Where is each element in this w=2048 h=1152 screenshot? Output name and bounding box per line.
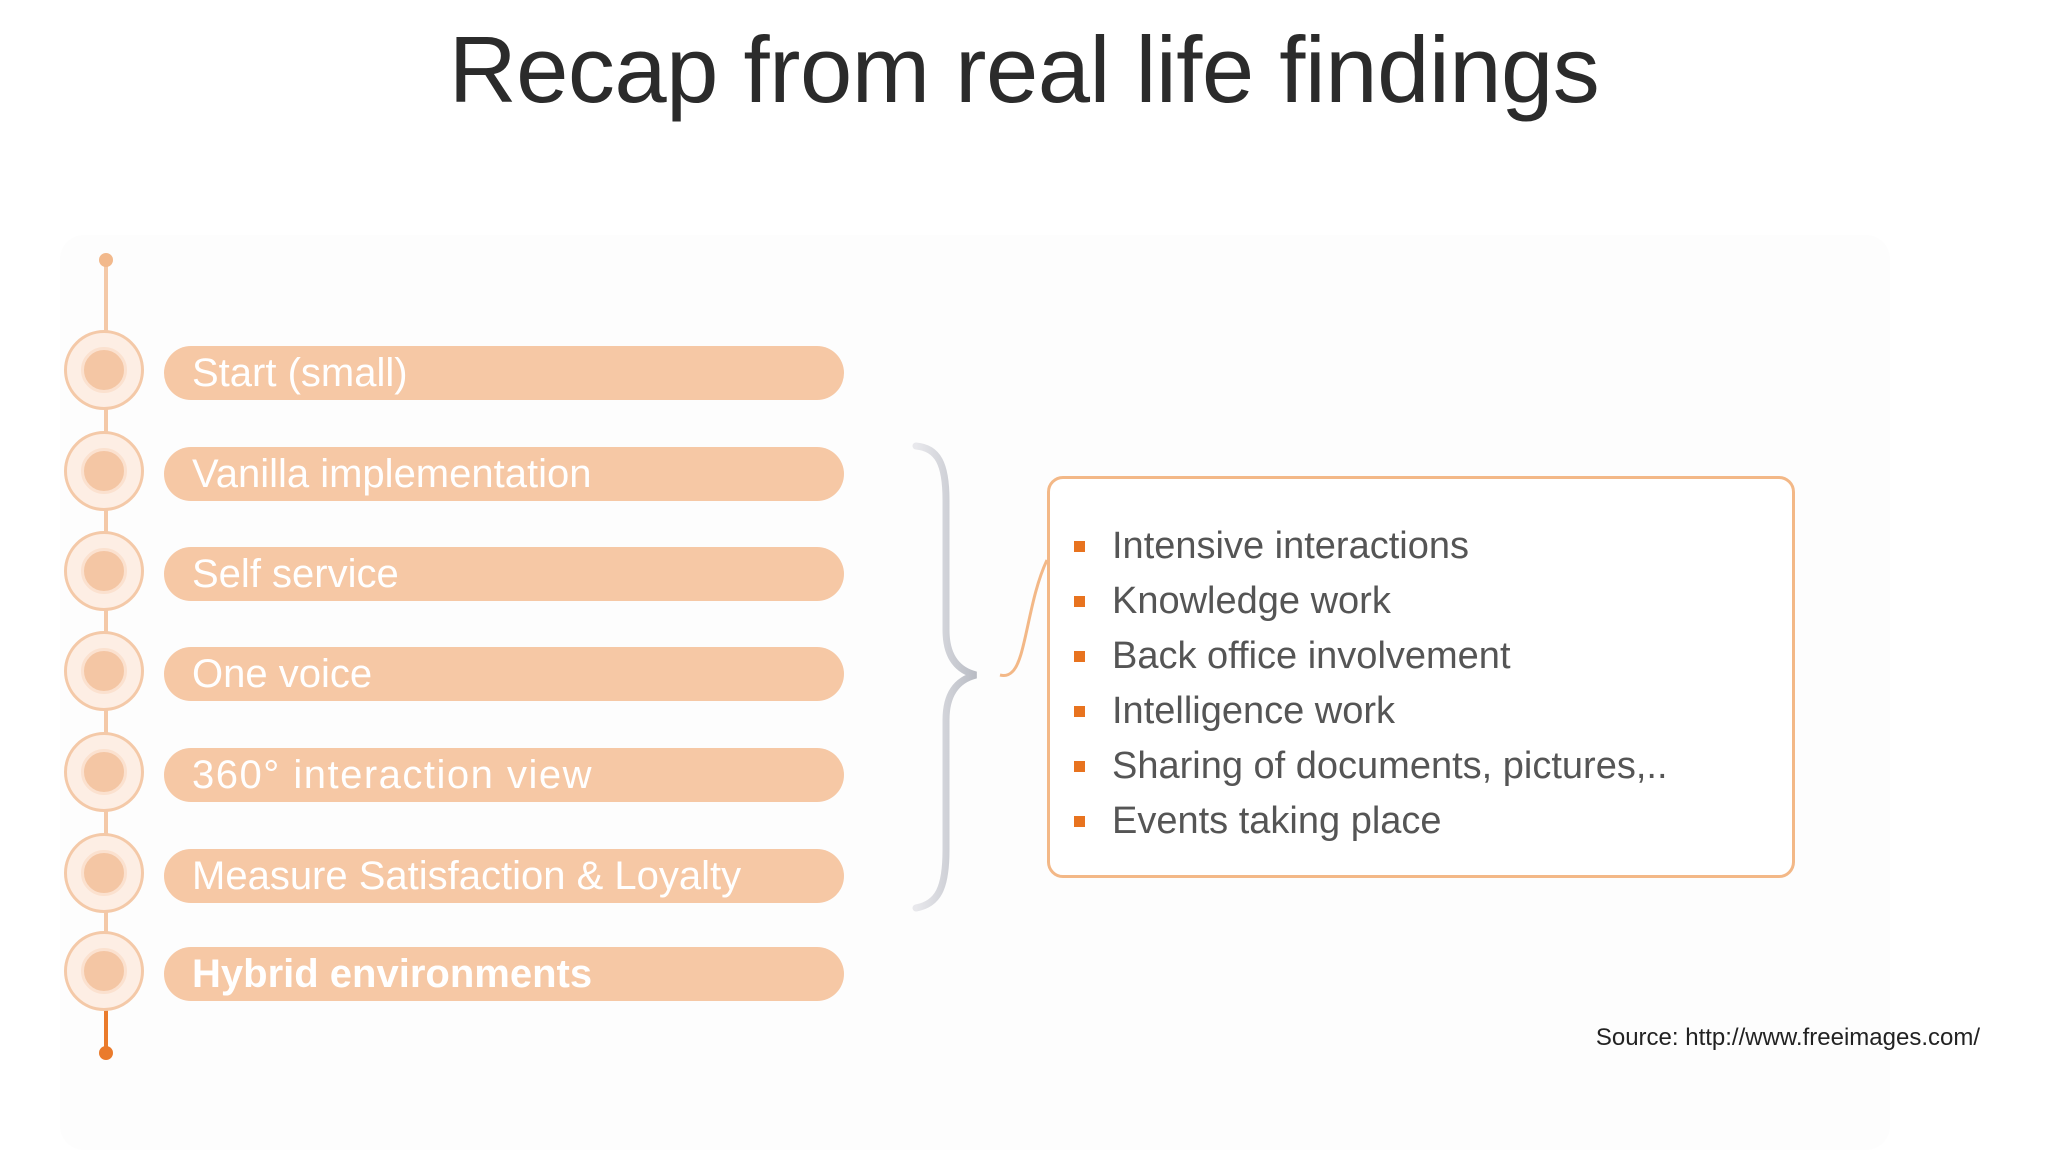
findings-list: Intensive interactions Knowledge work Ba… bbox=[1074, 519, 1668, 849]
timeline-node-icon bbox=[64, 531, 144, 611]
timeline-step-vanilla-implementation: Vanilla implementation bbox=[64, 431, 854, 515]
timeline-node-icon bbox=[64, 833, 144, 913]
step-label: Vanilla implementation bbox=[192, 452, 592, 496]
list-item: Back office involvement bbox=[1074, 629, 1668, 684]
step-label: Start (small) bbox=[192, 351, 408, 395]
list-item-text: Back office involvement bbox=[1112, 635, 1511, 677]
timeline-step-360-interaction-view: 360° interaction view bbox=[64, 732, 854, 816]
list-item-text: Intensive interactions bbox=[1112, 525, 1469, 567]
timeline-node-icon bbox=[64, 732, 144, 812]
timeline-step-one-voice: One voice bbox=[64, 631, 854, 715]
list-item: Knowledge work bbox=[1074, 574, 1668, 629]
step-bar: 360° interaction view bbox=[164, 748, 844, 802]
timeline-node-icon bbox=[64, 330, 144, 410]
slide-title: Recap from real life findings bbox=[448, 17, 1600, 122]
list-item: Events taking place bbox=[1074, 794, 1668, 849]
timeline-node-icon bbox=[64, 431, 144, 511]
step-bar: Hybrid environments bbox=[164, 947, 844, 1001]
list-item-text: Sharing of documents, pictures,.. bbox=[1112, 745, 1668, 787]
step-bar: Measure Satisfaction & Loyalty bbox=[164, 849, 844, 903]
timeline-node-icon bbox=[64, 631, 144, 711]
timeline-start-dot bbox=[99, 253, 113, 267]
square-bullet-icon bbox=[1074, 541, 1085, 552]
list-item-text: Knowledge work bbox=[1112, 580, 1391, 622]
timeline-step-self-service: Self service bbox=[64, 531, 854, 615]
timeline-node-icon bbox=[64, 931, 144, 1011]
square-bullet-icon bbox=[1074, 816, 1085, 827]
timeline-step-measure-satisfaction: Measure Satisfaction & Loyalty bbox=[64, 833, 854, 917]
list-item: Intelligence work bbox=[1074, 684, 1668, 739]
timeline-end-dot bbox=[99, 1046, 113, 1060]
step-label: Hybrid environments bbox=[192, 952, 593, 996]
step-label: One voice bbox=[192, 652, 373, 696]
step-label: 360° interaction view bbox=[192, 753, 594, 797]
step-bar: Start (small) bbox=[164, 346, 844, 400]
list-item: Intensive interactions bbox=[1074, 519, 1668, 574]
list-item: Sharing of documents, pictures,.. bbox=[1074, 739, 1668, 794]
list-item-text: Intelligence work bbox=[1112, 690, 1396, 732]
square-bullet-icon bbox=[1074, 651, 1085, 662]
step-bar: One voice bbox=[164, 647, 844, 701]
list-item-text: Events taking place bbox=[1112, 800, 1442, 842]
timeline-line-end bbox=[104, 1010, 108, 1052]
timeline-step-hybrid-environments: Hybrid environments bbox=[64, 931, 854, 1015]
square-bullet-icon bbox=[1074, 706, 1085, 717]
step-label: Self service bbox=[192, 552, 399, 596]
curly-brace-icon bbox=[912, 442, 1049, 912]
step-bar: Vanilla implementation bbox=[164, 447, 844, 501]
step-bar: Self service bbox=[164, 547, 844, 601]
timeline-step-start-small: Start (small) bbox=[64, 330, 854, 414]
square-bullet-icon bbox=[1074, 596, 1085, 607]
step-label: Measure Satisfaction & Loyalty bbox=[192, 854, 742, 898]
square-bullet-icon bbox=[1074, 761, 1085, 772]
findings-box: Intensive interactions Knowledge work Ba… bbox=[1047, 476, 1795, 878]
source-credit: Source: http://www.freeimages.com/ bbox=[1595, 1024, 1980, 1051]
